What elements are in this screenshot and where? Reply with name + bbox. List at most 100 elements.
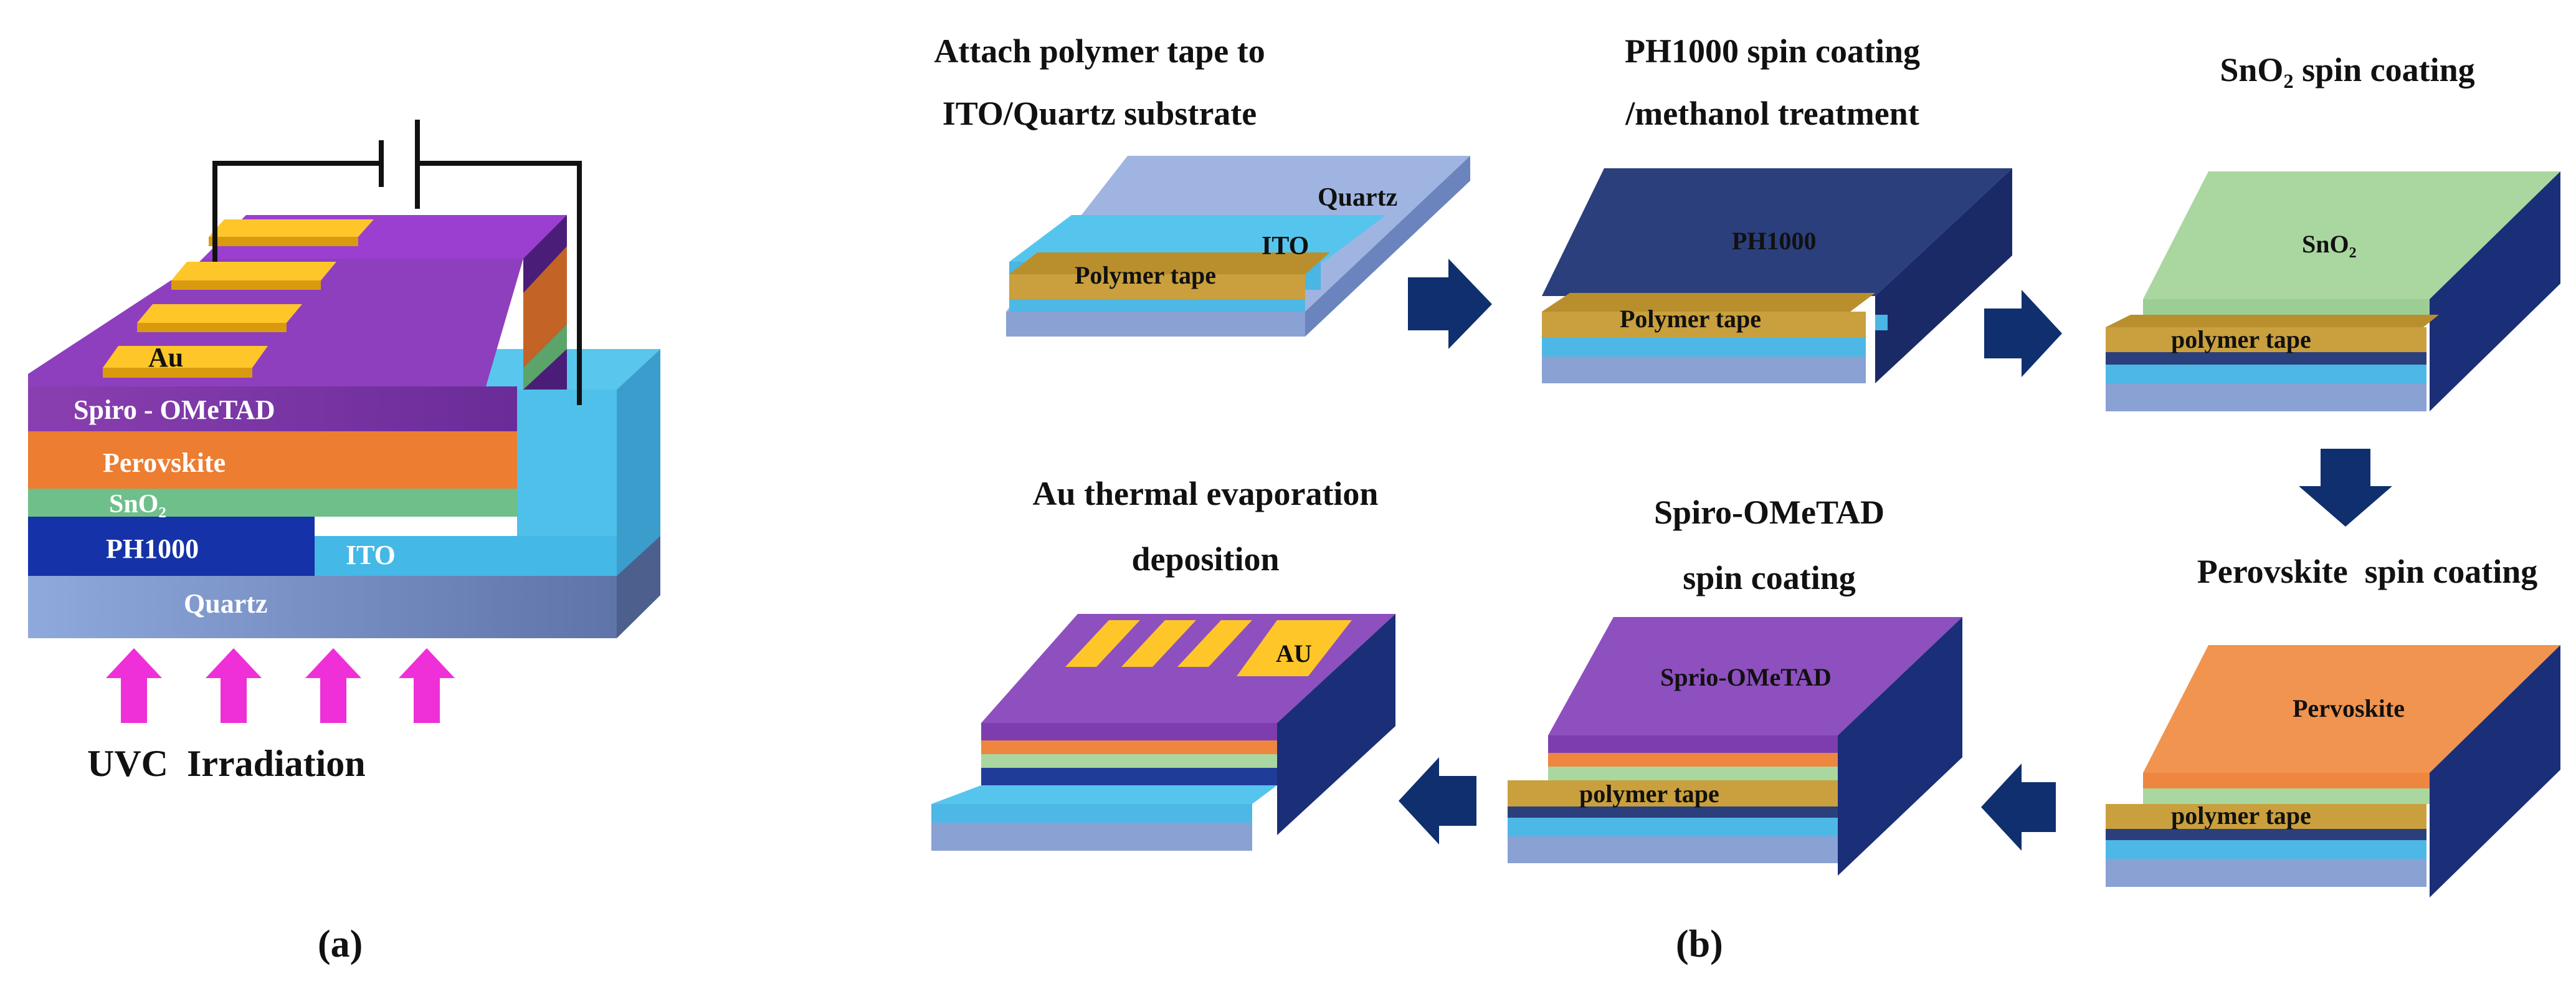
wire-right [419, 161, 582, 405]
label-polymer-tape: Polymer tape [1075, 261, 1216, 289]
label-au: AU [1276, 639, 1312, 668]
label-perovskite: Pervoskite [2293, 694, 2405, 722]
uv-arrow-icon [305, 648, 361, 723]
ito-front [1542, 338, 1866, 357]
label-perovskite: Perovskite [103, 447, 226, 478]
arrow-down-icon [2299, 449, 2392, 527]
ph1000-side [1875, 168, 2012, 383]
label-ito: ITO [346, 540, 396, 570]
sno2-layer [28, 489, 517, 517]
step5-title: Spiro-OMeTAD [1654, 494, 1884, 531]
ph1000-top [1542, 168, 2012, 296]
quartz-front [931, 823, 1252, 851]
label-au: Au [148, 342, 183, 373]
tape-top [2106, 315, 2439, 327]
au-electrode [137, 304, 302, 323]
ito-front [2106, 365, 2426, 383]
step6-device: AU [931, 614, 1395, 851]
au-electrode [171, 262, 336, 280]
step6-title: Au thermal evaporation [1033, 475, 1379, 512]
label-quartz: Quartz [184, 588, 267, 619]
circuit [212, 120, 582, 405]
step1-title: Attach polymer tape to [934, 32, 1265, 70]
step5-title: spin coating [1683, 559, 1856, 596]
stack-side [1277, 614, 1395, 835]
spiro-front [981, 723, 1277, 740]
tape-top [1009, 252, 1330, 274]
label-polymer-tape: Polymer tape [1620, 305, 1761, 333]
step1-device: Quartz ITO Polymer tape [1006, 156, 1470, 337]
quartz-front [1508, 836, 1838, 863]
quartz-side [1305, 156, 1470, 337]
label-spiro: Sprio-OMeTAD [1660, 663, 1832, 691]
stack-side [2430, 645, 2560, 897]
tape-front [1508, 780, 1838, 806]
uvc-irradiation-label: UVC Irradiation [87, 743, 366, 784]
label-ito: ITO [1262, 232, 1309, 261]
fabrication-process-panel: Attach polymer tape to ITO/Quartz substr… [931, 32, 2560, 965]
ph1000-layer [28, 517, 315, 576]
label-ph1000: PH1000 [106, 534, 199, 564]
sno2-front [981, 754, 1277, 768]
label-polymer-tape: polymer tape [1579, 780, 1719, 808]
step2-title: /methanol treatment [1625, 95, 1919, 132]
spiro-layer [28, 386, 517, 431]
perovskite-top [2143, 645, 2560, 773]
ph1000-front [1508, 806, 1838, 818]
label-polymer-tape: polymer tape [2171, 325, 2311, 353]
stack-side [1838, 617, 1962, 876]
perovskite-side [523, 246, 567, 368]
au-electrode [103, 368, 252, 378]
tape-top [1542, 293, 1875, 312]
uv-arrow-icon [106, 648, 162, 723]
perovskite-front [981, 740, 1277, 754]
arrow-left-icon [1981, 763, 2056, 851]
perovskite-layer [28, 431, 517, 489]
step6-title: deposition [1131, 540, 1279, 578]
tape-front [1542, 312, 1866, 338]
sno2-front [2143, 788, 2430, 804]
quartz-side [617, 536, 660, 638]
perovskite-front [1548, 753, 1838, 767]
ito-top [931, 785, 1277, 804]
ph1000-front [2106, 829, 2426, 840]
au-electrode [1237, 620, 1352, 676]
tape-front [2106, 804, 2426, 829]
step4-title: Perovskite spin coating [2197, 553, 2538, 590]
device-structure-panel: Au Spiro - OMeTAD Perovskite SnO₂ PH1000… [28, 120, 660, 965]
au-electrode [1065, 620, 1140, 667]
quartz-front [2106, 383, 2426, 411]
label-quartz: Quartz [1318, 183, 1397, 212]
ito-top [1009, 215, 1386, 262]
step3-title: SnO₂ spin coating [2220, 51, 2474, 89]
stack-side [2430, 171, 2560, 411]
step1-title: ITO/Quartz substrate [943, 95, 1257, 132]
tape-front [2106, 327, 2426, 352]
arrow-right-icon [1408, 259, 1492, 349]
panel-b-caption: (b) [1676, 923, 1723, 965]
step5-device: Sprio-OMeTAD polymer tape [1508, 617, 1962, 876]
arrow-left-icon [1399, 757, 1476, 845]
panel-a-caption: (a) [318, 923, 363, 965]
au-electrode [137, 323, 287, 332]
label-sno2: SnO₂ [109, 490, 166, 519]
step3-device: SnO₂ polymer tape [2106, 171, 2560, 411]
label-sno2: SnO₂ [2302, 230, 2357, 258]
au-electrode [1121, 620, 1196, 667]
step2-device: PH1000 Polymer tape [1542, 168, 2012, 383]
uv-arrows [106, 648, 455, 723]
quartz-front [2106, 859, 2426, 887]
ito-stripe-side [1875, 315, 1888, 330]
sno2-side [523, 324, 567, 390]
ito-front [2106, 840, 2426, 859]
ito-slab-right [617, 349, 660, 605]
spiro-top [1548, 617, 1962, 735]
sno2-top [2143, 171, 2560, 299]
ph1000-front [981, 768, 1277, 785]
au-electrode [103, 346, 268, 368]
ph1000-front [2106, 352, 2426, 365]
quartz-front [1542, 357, 1866, 383]
au-electrode [209, 237, 358, 246]
tape-front [1009, 274, 1305, 299]
